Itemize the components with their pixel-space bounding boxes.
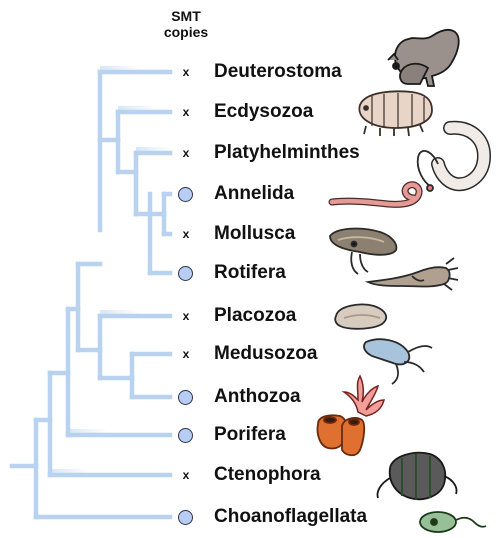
stem-fade bbox=[68, 429, 108, 433]
comb-jelly-icon bbox=[378, 453, 457, 500]
stem-fade bbox=[50, 469, 90, 473]
taxon-label: Rotifera bbox=[214, 262, 286, 284]
taxon-label: Anthozoa bbox=[214, 386, 301, 408]
taxon-label: Porifera bbox=[214, 424, 286, 446]
smt-absent-mark: x bbox=[180, 468, 192, 482]
cuttlefish-icon bbox=[330, 229, 396, 274]
rotifer-icon bbox=[368, 258, 458, 290]
coral-icon bbox=[344, 376, 384, 416]
tardigrade-icon bbox=[359, 91, 432, 136]
taxon-label: Placozoa bbox=[214, 305, 296, 327]
smt-absent-mark: x bbox=[180, 146, 192, 160]
taxon-label: Mollusca bbox=[214, 223, 295, 245]
choanoflagellate-icon bbox=[420, 512, 486, 532]
smt-present-dot bbox=[178, 390, 193, 405]
flatworm-icon bbox=[418, 128, 484, 191]
taxon-label: Medusozoa bbox=[214, 343, 317, 365]
smt-absent-mark: x bbox=[180, 347, 192, 361]
smt-present-dot bbox=[178, 187, 193, 202]
sponge-icon bbox=[317, 415, 364, 455]
smt-present-dot bbox=[178, 428, 193, 443]
taxon-label: Deuterostoma bbox=[214, 61, 342, 83]
stem-fade bbox=[118, 106, 158, 110]
smt-absent-mark: x bbox=[180, 227, 192, 241]
taxon-label: Choanoflagellata bbox=[214, 506, 367, 528]
taxon-label: Ctenophora bbox=[214, 464, 321, 486]
taxon-label: Annelida bbox=[214, 183, 294, 205]
smt-absent-mark: x bbox=[180, 309, 192, 323]
taxon-label: Ecdysozoa bbox=[214, 101, 313, 123]
phylogenetic-tree bbox=[12, 72, 170, 517]
stem-fade bbox=[100, 66, 140, 70]
placozoan-icon bbox=[335, 304, 386, 328]
smt-absent-mark: x bbox=[180, 105, 192, 119]
stem-fade bbox=[136, 147, 170, 151]
taxon-label: Platyhelminthes bbox=[214, 142, 360, 164]
smt-present-dot bbox=[178, 266, 193, 281]
smt-present-dot bbox=[178, 510, 193, 525]
jellyfish-icon bbox=[364, 339, 432, 384]
stem-fade bbox=[100, 310, 140, 314]
earthworm-icon bbox=[332, 185, 419, 205]
smt-absent-mark: x bbox=[180, 65, 192, 79]
squirrel-icon bbox=[388, 30, 459, 86]
